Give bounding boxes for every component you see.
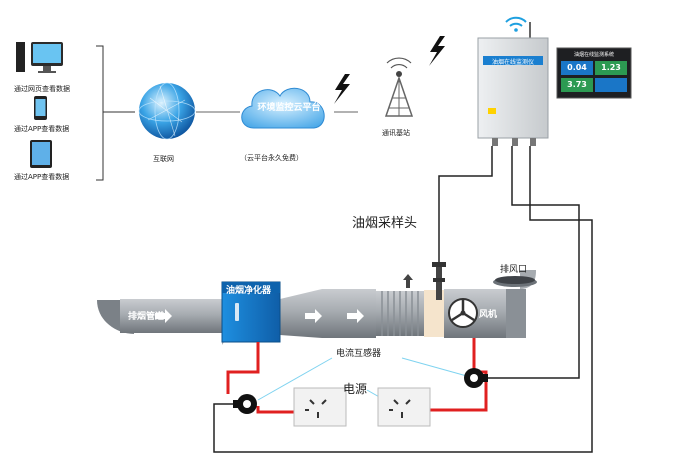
- monitor-panel-label: 油烟在线监测仪: [491, 59, 534, 66]
- lightning-bolt-icon: [334, 74, 350, 104]
- monitor-device: [477, 16, 549, 146]
- monitor-screen: [556, 47, 632, 99]
- screen-reading-1: 0.04: [567, 63, 587, 72]
- flow-arrow-icon: [155, 309, 364, 323]
- pc-view-label: 通过网页查看数据: [14, 85, 70, 93]
- screen-title: 油烟在线监测系统: [573, 52, 614, 58]
- power-socket-icon: [377, 387, 431, 427]
- pc-icon: [16, 42, 63, 73]
- power-socket-icon: [293, 387, 347, 427]
- internet-globe-icon: [138, 82, 196, 140]
- cloud-platform-icon: [241, 87, 325, 129]
- cloud-note: （云平台永久免费）: [240, 154, 303, 162]
- fan-label: 风机: [479, 310, 498, 320]
- wifi-icon: [505, 16, 527, 32]
- screen-reading-3: 3.73: [567, 80, 587, 89]
- phone-view-label: 通过APP查看数据: [14, 125, 70, 133]
- pipe-label: 排烟管道: [128, 312, 165, 322]
- flex-bellows: [376, 291, 426, 336]
- signal-wires: [213, 146, 593, 453]
- current-transformer-icon: [233, 394, 257, 414]
- internet-label: 互联网: [153, 155, 174, 163]
- power-wires: [226, 338, 488, 414]
- purifier-unit: [221, 281, 281, 343]
- screen-reading-2: 1.23: [601, 63, 621, 72]
- tablet-view-label: 通过APP查看数据: [14, 173, 70, 181]
- purifier-label: 油烟净化器: [226, 286, 272, 296]
- communication-tower-icon: [384, 57, 414, 117]
- sampling-probe: [432, 262, 446, 300]
- outlet-label: 排风口: [500, 265, 528, 275]
- fan-icon: [448, 298, 478, 328]
- phone-icon: [34, 96, 47, 120]
- current-transformer-label: 电流互感器: [336, 349, 382, 359]
- power-source-label: 电源: [343, 382, 368, 396]
- client-bracket: [96, 45, 135, 181]
- lightning-bolt-icon: [429, 36, 445, 66]
- tower-label: 通讯基站: [382, 129, 410, 137]
- current-transformer-icon: [464, 368, 488, 388]
- flow-up-arrow-icon: [403, 274, 413, 288]
- sampling-head-label: 油烟采样头: [352, 216, 418, 231]
- cloud-title: 环境监控云平台: [257, 103, 321, 113]
- exhaust-duct: [97, 270, 537, 345]
- tablet-icon: [30, 140, 52, 168]
